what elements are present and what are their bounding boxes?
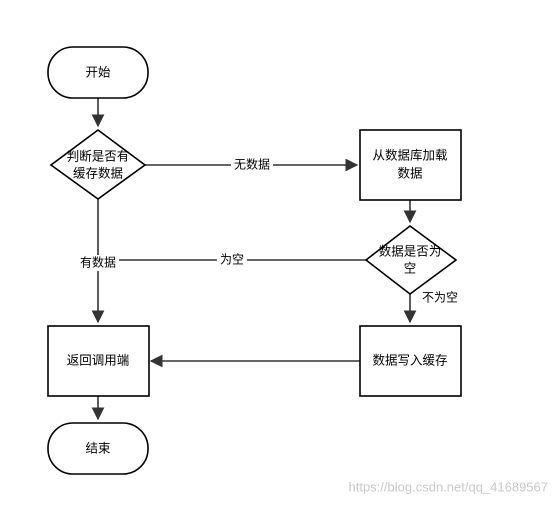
load-db-node [359,129,462,201]
end-label: 结束 [85,441,111,456]
cache-check-diamond [49,129,147,200]
is-empty-label: 为空 [220,253,244,267]
no-data-label-bg [231,157,273,173]
write-cache-node [359,325,462,397]
load-db-label-line1: 从数据库加载 [372,148,448,163]
start-node [47,46,149,99]
start-label: 开始 [85,65,111,80]
return-caller-node [47,325,150,397]
cache-check-label-line2: 缓存数据 [73,166,123,181]
write-cache-label: 数据写入缓存 [372,353,447,368]
not-empty-label: 不为空 [422,291,458,305]
is-empty-label-bg [217,252,247,268]
return-caller-label: 返回调用端 [67,353,130,368]
data-empty-label-line2: 空 [404,261,417,276]
no-data-label: 无数据 [234,157,270,172]
load-db-label-line2: 数据 [397,166,422,181]
data-empty-diamond [364,224,458,296]
watermark-text: https://blog.csdn.net/qq_41689567 [349,479,549,494]
end-node [47,422,149,475]
data-empty-label-line1: 数据是否为 [379,244,442,259]
has-data-label-bg [77,255,119,271]
has-data-label: 有数据 [80,255,116,270]
cache-check-label-line1: 判断是否有 [67,149,130,164]
